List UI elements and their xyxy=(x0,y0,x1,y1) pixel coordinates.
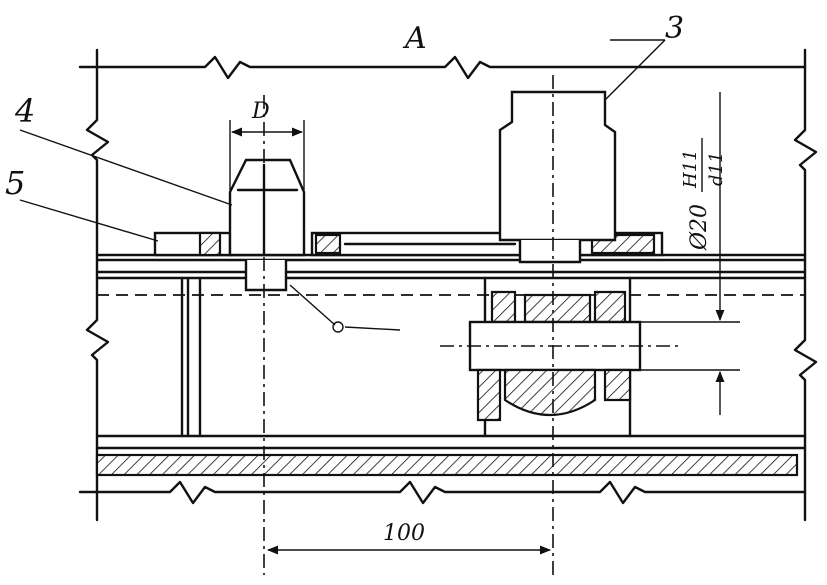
fit-annotation: Ø20 H11 d11 xyxy=(680,138,727,251)
view-label: A xyxy=(402,21,427,56)
diameter-label: D xyxy=(251,99,270,124)
shaft xyxy=(440,92,740,422)
leaders xyxy=(19,39,666,333)
part-3-bush xyxy=(490,90,627,324)
top-break-line xyxy=(78,55,807,80)
fit-hole: H11 xyxy=(680,149,701,189)
dimension-label: 100 xyxy=(383,521,425,546)
base-plate xyxy=(95,434,807,477)
frame xyxy=(78,48,818,522)
fit-diameter: Ø20 xyxy=(687,204,712,251)
part-3-label: 3 xyxy=(665,11,684,46)
fit-shaft: d11 xyxy=(706,152,727,186)
bottom-break-line xyxy=(78,480,807,505)
left-break-line xyxy=(85,48,110,522)
right-break-line xyxy=(793,48,818,522)
part-4-pin xyxy=(228,120,306,292)
part-5-label: 5 xyxy=(5,164,25,202)
part-4-label: 4 xyxy=(14,92,35,130)
